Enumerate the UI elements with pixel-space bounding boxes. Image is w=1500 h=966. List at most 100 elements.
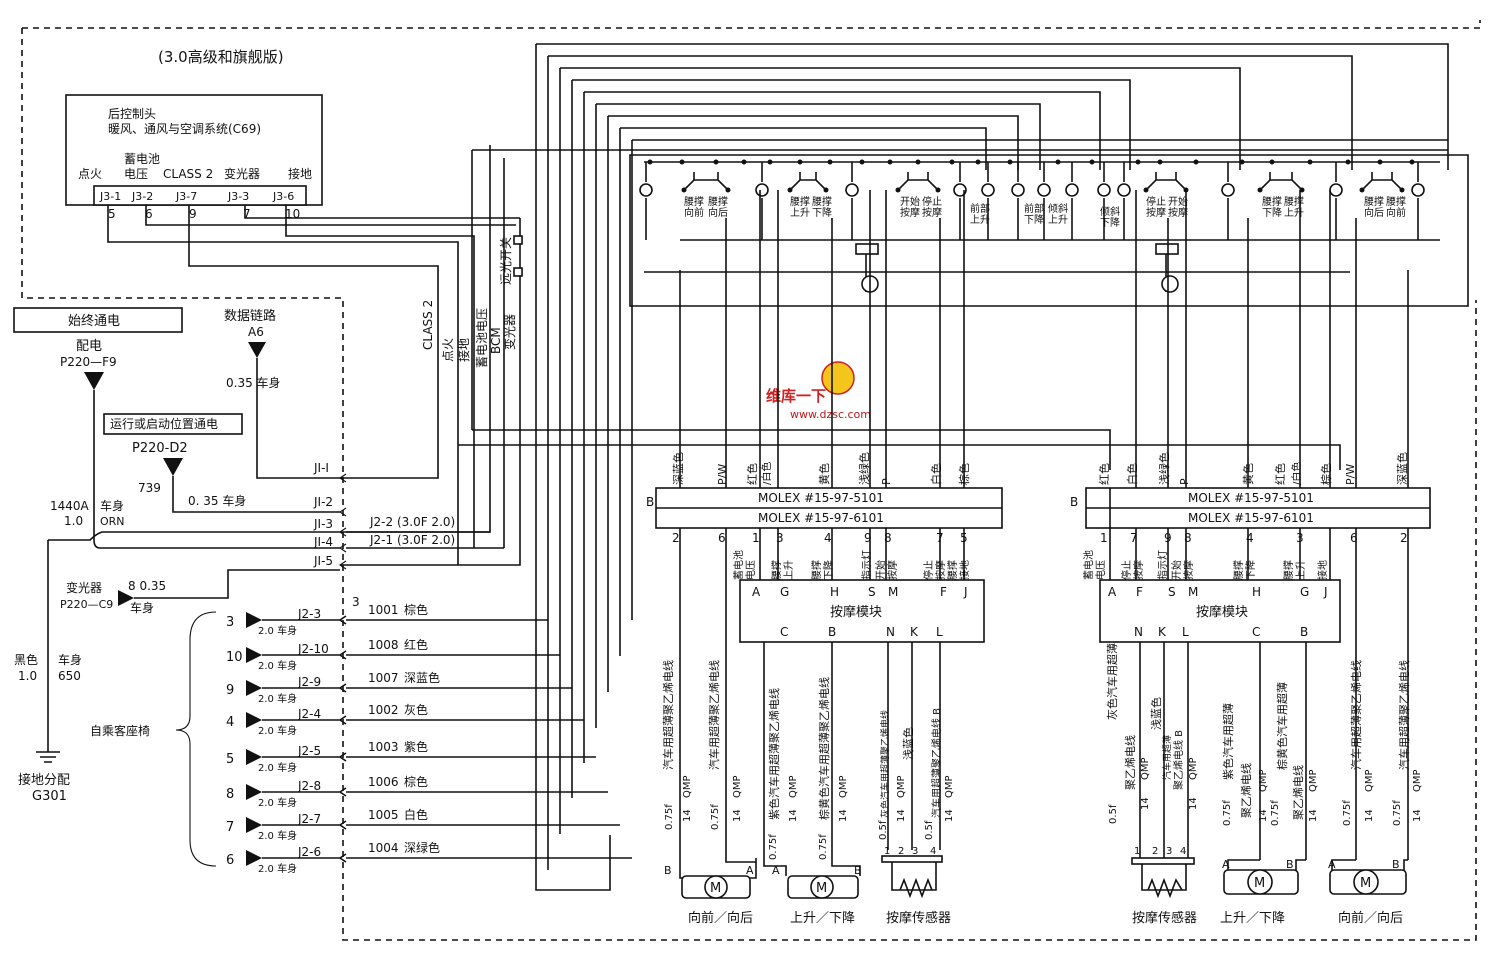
highbeam-switch-contact-2: [513, 267, 523, 277]
right-pin-2: 2: [1400, 531, 1408, 545]
switch-contact: [1097, 183, 1111, 197]
right-mod-pin-h: H: [1252, 585, 1261, 599]
j2-row-gauge: 2.0 车身: [258, 796, 297, 809]
motor4-m: M: [1360, 876, 1371, 891]
bus-junction-dot: [1055, 159, 1061, 165]
dimmer-body-label: 车身: [130, 600, 154, 615]
right-pin-functions: 蓄电池 电压 停止 按摩 指示灯 开始 按摩 腰撑 下降 腰撑 上升 接地: [1082, 550, 1329, 580]
switch-2-label-d: 下降: [812, 206, 832, 219]
g301-label: G301: [32, 789, 67, 804]
pin-j1-4: JI-4: [313, 535, 333, 549]
switch-contact: [1037, 183, 1051, 197]
bus-junction-dot: [949, 159, 955, 165]
right-mod-pin-s: S: [1168, 585, 1176, 599]
watermark-url: www.dzsc.com: [790, 408, 871, 421]
switch-dot: [681, 187, 687, 193]
motor1-pin-a: A: [746, 864, 754, 877]
bcm-vertical-label: BCM: [489, 327, 503, 354]
bus-junction-dot: [1307, 159, 1313, 165]
motor3-m: M: [1254, 876, 1265, 891]
j2-row-color: 白色: [404, 807, 428, 822]
switch-9-label-c: 腰撑: [1284, 195, 1304, 208]
switch-2-label-a: 腰撑: [790, 195, 810, 208]
right-func-8: 腰撑: [1232, 560, 1245, 580]
motor2-pin-b: B: [854, 864, 862, 877]
spec-r1-qmp: QMP: [1140, 757, 1151, 780]
spec-r2-qmp: QMP: [1188, 757, 1199, 780]
switch-contact: [981, 183, 995, 197]
spec-l2-desc: 汽车用超薄聚乙烯电线: [707, 660, 721, 770]
switch-1-label-a: 腰撑: [684, 195, 704, 208]
right-func-1: 蓄电池: [1082, 550, 1095, 580]
right-func-2: 电压: [1094, 560, 1107, 580]
motor2-pin-a: A: [772, 864, 780, 877]
sensor1-pin-2: 2: [898, 846, 904, 857]
left-wire-colors: 深蓝色 P/W 红色 /白色 黄色 浅绿色 P 白色 棕色: [671, 452, 971, 485]
j2-row-number: 3: [226, 615, 234, 630]
left-mod-pin-l: L: [936, 625, 943, 639]
j2-1-label: J2-1 (3.0F 2.0): [369, 533, 455, 547]
switch-6-label-a: 倾斜: [1048, 202, 1068, 215]
bus-junction-dot: [767, 159, 773, 165]
black-label: 黑色: [14, 653, 38, 667]
switch-10-label-c: 腰撑: [1386, 195, 1406, 208]
switch-9-label-b: 下降: [1262, 206, 1282, 219]
right-vertical-wires: [1109, 190, 1409, 860]
wire-run-start: [172, 476, 340, 513]
wire-cross-link-2: [458, 444, 1341, 470]
left-wire-specs: 0.75f 14 QMP 汽车用超薄聚乙烯电线 0.75f 14 QMP 汽车用…: [661, 660, 955, 860]
right-module-pins: A F S M H G J N K L C B: [1108, 585, 1328, 639]
data-link-arrow: [248, 342, 266, 358]
class2-vertical-label: CLASS 2: [421, 300, 435, 350]
diagram-title: (3.0高级和旗舰版): [158, 48, 284, 66]
left-mod-pin-h: H: [830, 585, 839, 599]
spec-r6-14: 14: [1412, 809, 1423, 822]
switch-arm: [1145, 172, 1187, 191]
motor4-pin-b: B: [1392, 858, 1400, 871]
wire-10-label: 1.0: [64, 514, 83, 528]
spec-r4-pe: 聚乙烯电线: [1291, 765, 1305, 820]
switch-5-label-b: 下降: [1024, 213, 1044, 226]
j2-label-3: 3: [352, 595, 360, 609]
right-color-4: P: [1178, 478, 1191, 485]
left-func-1: 蓄电池: [732, 550, 745, 580]
spec-r2-pe: 聚乙烯电线 B: [1172, 730, 1185, 790]
bus-junction-dot: [887, 159, 893, 165]
wire-ignition: [107, 205, 459, 565]
pin-j3-3: J3-3: [227, 190, 249, 203]
right-color-10: 深蓝色: [1395, 452, 1409, 485]
watermark-text: 维库一下: [766, 387, 826, 405]
right-color-9: P/W: [1344, 464, 1357, 485]
circuit-1440a-label: 1440A: [50, 499, 90, 513]
switch-dot: [1257, 187, 1263, 193]
right-molex-pins: 1 7 9 8 4 3 6 2: [1100, 531, 1408, 545]
spec-l4-14: 14: [838, 809, 849, 822]
switch-3-label-a: 开始: [900, 195, 920, 208]
spec-r1-pe: 聚乙烯电线: [1123, 735, 1137, 790]
bus-junction-dot: [975, 159, 981, 165]
spec-r4-qmp: QMP: [1308, 769, 1319, 792]
wire-bus-3: [340, 218, 521, 566]
left-mod-pin-k: K: [910, 625, 919, 639]
left-color-8: 白色: [929, 463, 943, 485]
passenger-seat-bracket: [175, 611, 217, 867]
j2-row-pin: J2-9: [297, 675, 321, 689]
p220-c9-label: P220—C9: [60, 598, 113, 611]
switch-contact: [755, 183, 769, 197]
fuse-arrow-d2: [163, 458, 183, 476]
battery-vertical-label: 蓄电池电压: [475, 308, 489, 368]
bus-junction-dot: [1345, 159, 1351, 165]
spec-r4-14: 14: [1308, 809, 1319, 822]
wire-dimmer: [244, 205, 520, 219]
spec-l3-desc: 紫色汽车用超薄聚乙烯电线: [767, 688, 781, 820]
right-mod-pin-b: B: [1300, 625, 1308, 639]
left-func-7: 指示灯: [860, 550, 873, 580]
j2-row-gauge: 2.0 车身: [258, 659, 297, 672]
pin-j3-1: J3-1: [99, 190, 121, 203]
right-mod-pin-c: C: [1252, 625, 1260, 639]
bus-junction-dot: [1239, 159, 1245, 165]
spec-r2-color: 浅蓝色: [1149, 697, 1163, 730]
